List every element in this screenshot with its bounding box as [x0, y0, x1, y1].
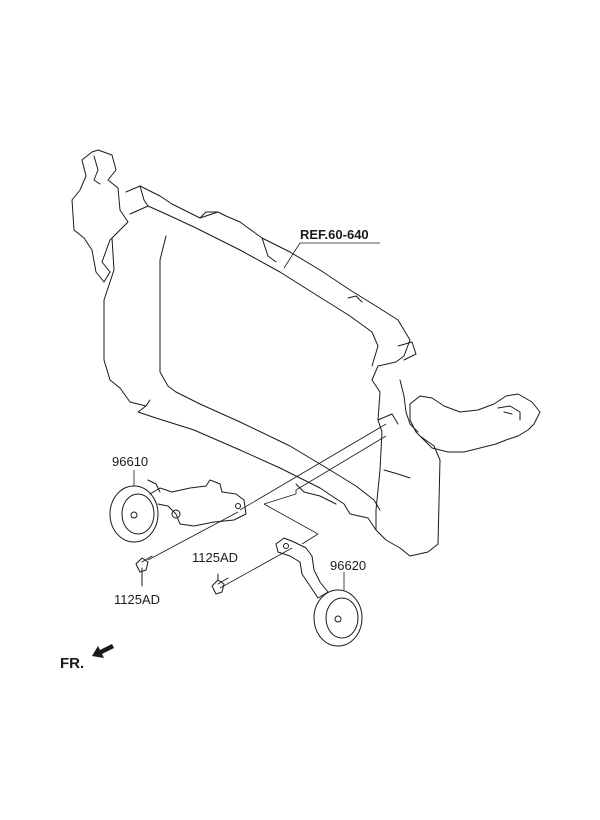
bolt-right-part-number: 1125AD: [192, 550, 238, 565]
bolt-left: [135, 555, 153, 587]
bolt-left-part-number: 1125AD: [114, 592, 160, 607]
horn-left-part-number: 96610: [112, 454, 148, 469]
install-line-right-bracket: [263, 503, 319, 545]
ref-leader: [283, 242, 301, 269]
install-line-right: [263, 435, 387, 505]
leader-lines: [133, 242, 387, 590]
bolt-right-leader: [219, 547, 293, 589]
horn-left: [109, 479, 247, 543]
horn-right-part-number: 96620: [330, 558, 366, 573]
bolt-left-leader: [147, 511, 239, 561]
front-direction-label: FR.: [60, 655, 84, 672]
ref-label: REF.60-640: [300, 227, 369, 242]
front-arrow-icon: [92, 644, 114, 658]
horn-right: [275, 537, 363, 647]
bolt-right: [211, 573, 229, 595]
install-line-left: [239, 423, 387, 511]
radiator-support-frame: [71, 149, 541, 557]
